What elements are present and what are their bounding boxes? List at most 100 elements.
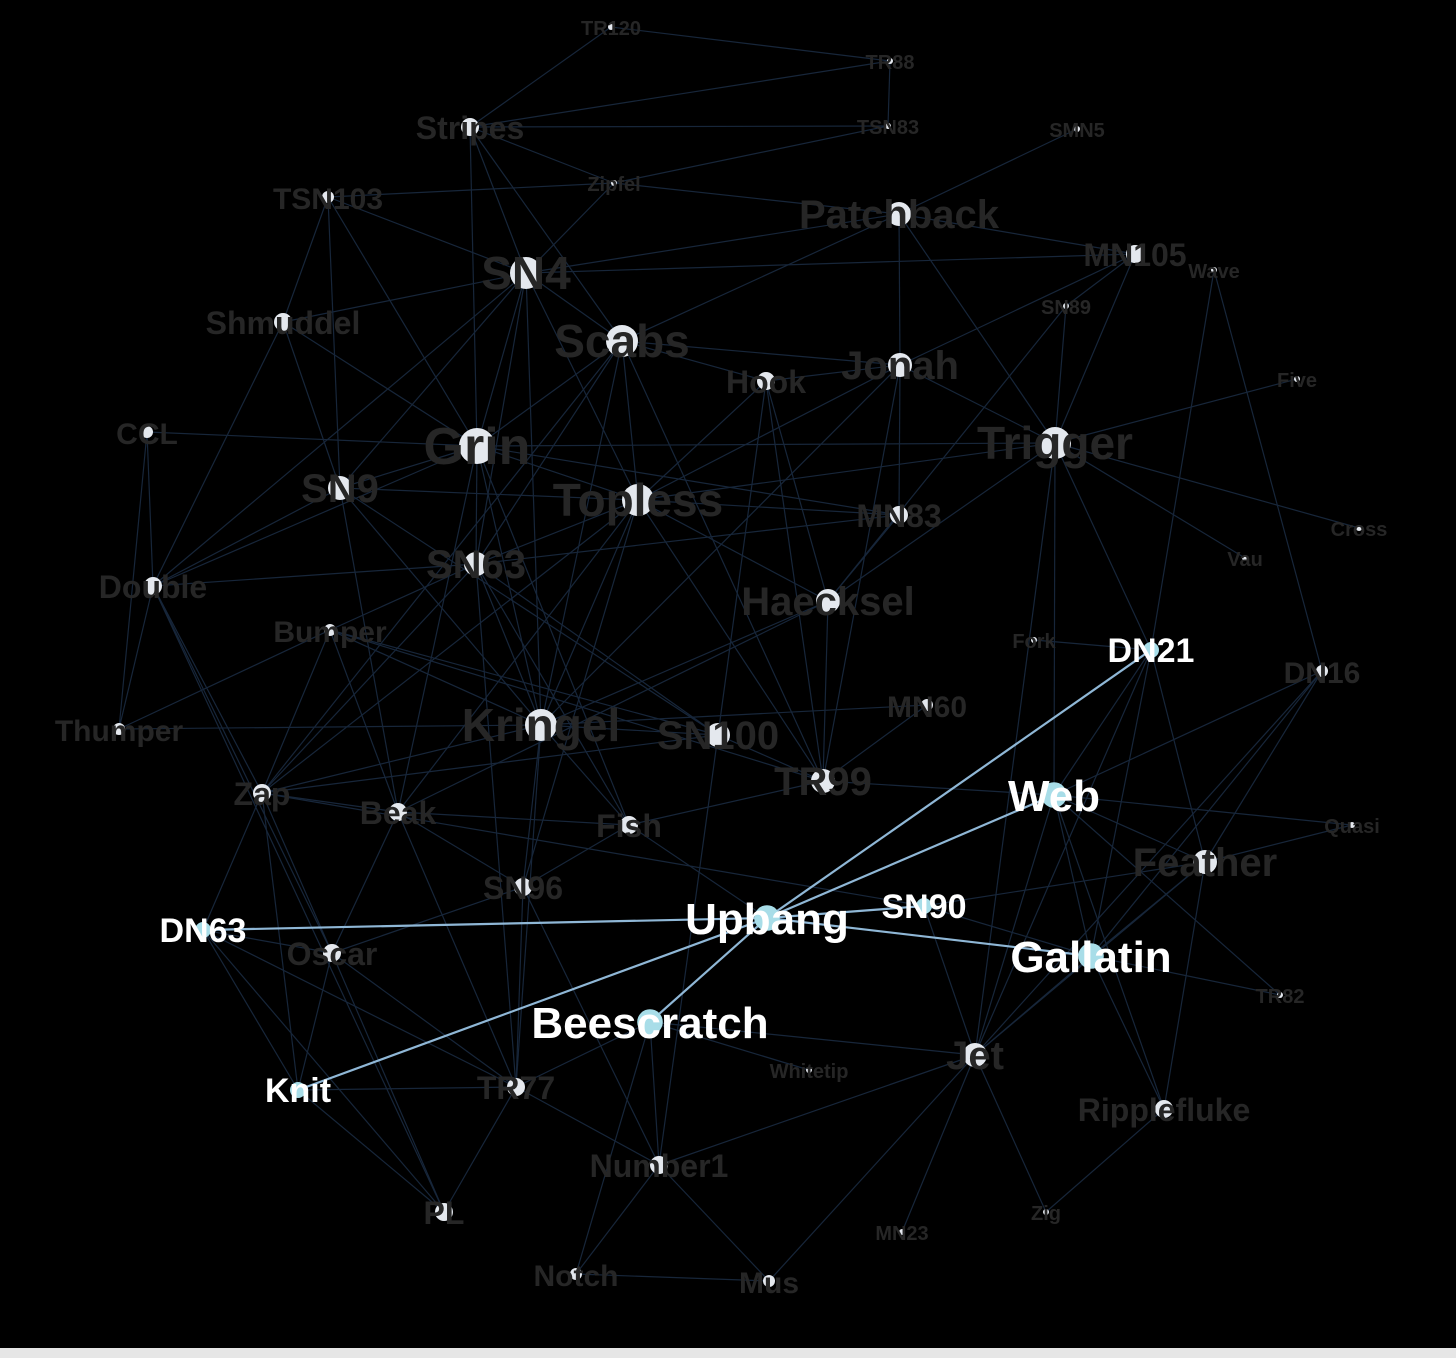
node-label-patchback: Patchback: [799, 193, 1000, 237]
edge-tsn103-sn9: [327, 196, 341, 489]
node-dn21[interactable]: [1143, 642, 1159, 658]
node-beak[interactable]: [389, 803, 407, 821]
node-shmuddel[interactable]: [274, 313, 292, 331]
node-mn60[interactable]: [921, 699, 933, 711]
node-label-number1: Number1: [590, 1148, 729, 1184]
node-label-tsn103: TSN103: [273, 183, 383, 216]
node-topless[interactable]: [622, 484, 654, 516]
node-scabs[interactable]: [606, 325, 638, 357]
node-quasi[interactable]: [1349, 822, 1355, 828]
node-ccl[interactable]: [141, 426, 153, 438]
node-tr77[interactable]: [507, 1078, 525, 1096]
node-thumper[interactable]: [113, 723, 125, 735]
edge-scabs-topless: [621, 340, 639, 501]
node-smn5[interactable]: [1074, 126, 1080, 132]
node-haecksel[interactable]: [816, 589, 840, 613]
node-label-whitetip: Whitetip: [770, 1061, 849, 1083]
node-sn4[interactable]: [510, 257, 542, 289]
node-mn83[interactable]: [890, 506, 908, 524]
node-knit[interactable]: [290, 1082, 306, 1098]
node-label-scabs: Scabs: [554, 315, 690, 367]
edge-zipfel-sn4: [525, 182, 615, 274]
node-sn90[interactable]: [916, 898, 932, 914]
node-sn96[interactable]: [514, 878, 532, 896]
node-sn100[interactable]: [706, 723, 730, 747]
node-tr82[interactable]: [1277, 992, 1283, 998]
node-dn16[interactable]: [1316, 665, 1328, 677]
node-notch[interactable]: [570, 1268, 582, 1280]
node-hook[interactable]: [757, 372, 775, 390]
node-cross[interactable]: [1356, 525, 1362, 531]
node-label-dn21: DN21: [1108, 632, 1195, 670]
node-number1[interactable]: [650, 1156, 668, 1174]
node-label-quasi: Quasi: [1324, 816, 1380, 838]
node-tr120[interactable]: [608, 24, 614, 30]
node-jet[interactable]: [963, 1043, 987, 1067]
edge-topless-zap: [261, 499, 639, 794]
node-label-fork: Fork: [1012, 631, 1056, 653]
node-fork[interactable]: [1031, 637, 1037, 643]
edge-stripes-grin: [469, 126, 478, 447]
node-mn105[interactable]: [1126, 245, 1144, 263]
edge-mn60-kringel: [540, 704, 928, 726]
edge-dn16-feather: [1204, 670, 1323, 863]
edge-dn63-oscar: [202, 929, 333, 954]
node-label-zipfel: Zipfel: [587, 174, 640, 196]
edge-mn83-sn63: [475, 514, 900, 565]
edge-upbang-dn21: [766, 649, 1152, 919]
node-dn63[interactable]: [195, 922, 211, 938]
node-wave[interactable]: [1211, 267, 1217, 273]
node-vau[interactable]: [1242, 555, 1248, 561]
node-sn89[interactable]: [1063, 303, 1069, 309]
node-kringel[interactable]: [525, 709, 557, 741]
edge-sn9-beak: [339, 487, 399, 813]
edge-hook-sn100: [717, 380, 767, 736]
node-web[interactable]: [1041, 782, 1067, 808]
node-sn9[interactable]: [328, 476, 352, 500]
node-zig[interactable]: [1043, 1209, 1049, 1215]
node-zipfel[interactable]: [611, 180, 617, 186]
node-tr88[interactable]: [887, 58, 893, 64]
node-tr99[interactable]: [811, 769, 835, 793]
node-label-smn5: SMN5: [1049, 120, 1105, 142]
node-ripplefluke[interactable]: [1155, 1100, 1173, 1118]
node-oscar[interactable]: [323, 944, 341, 962]
node-mn23[interactable]: [899, 1229, 905, 1235]
edge-sn4-sn9: [339, 272, 527, 489]
edge-zap-beak: [261, 792, 399, 813]
node-grin[interactable]: [459, 428, 495, 464]
node-whitetip[interactable]: [806, 1067, 812, 1073]
edge-sn4-double: [152, 272, 527, 587]
node-tsn103[interactable]: [322, 191, 334, 203]
edge-double-thumper: [118, 585, 154, 730]
node-fish[interactable]: [620, 816, 638, 834]
node-double[interactable]: [144, 577, 162, 595]
node-upbang[interactable]: [754, 905, 780, 931]
edge-double-pl: [152, 585, 445, 1213]
node-trigger[interactable]: [1039, 427, 1071, 459]
node-zap[interactable]: [253, 784, 271, 802]
node-jonah[interactable]: [888, 353, 912, 377]
node-five[interactable]: [1294, 376, 1300, 382]
edge-sn96-number1: [522, 886, 660, 1166]
node-bumper[interactable]: [324, 624, 336, 636]
node-pl[interactable]: [435, 1203, 453, 1221]
node-label-fish: Fish: [596, 808, 662, 844]
node-sn63[interactable]: [464, 552, 488, 576]
node-mus[interactable]: [763, 1275, 775, 1287]
edge-sn4-sn63: [475, 272, 527, 565]
node-tsn83[interactable]: [885, 123, 891, 129]
edge-stripes-sn4: [469, 126, 527, 274]
edge-sn4-kringel: [525, 272, 542, 726]
node-beescratch[interactable]: [637, 1009, 663, 1035]
node-feather[interactable]: [1193, 850, 1217, 874]
edge-grin-double: [152, 445, 478, 587]
node-gallatin[interactable]: [1078, 943, 1104, 969]
node-stripes[interactable]: [461, 118, 479, 136]
node-patchback[interactable]: [887, 202, 911, 226]
node-label-mn60: MN60: [887, 691, 967, 724]
edge-upbang-gallatin: [766, 916, 1092, 958]
